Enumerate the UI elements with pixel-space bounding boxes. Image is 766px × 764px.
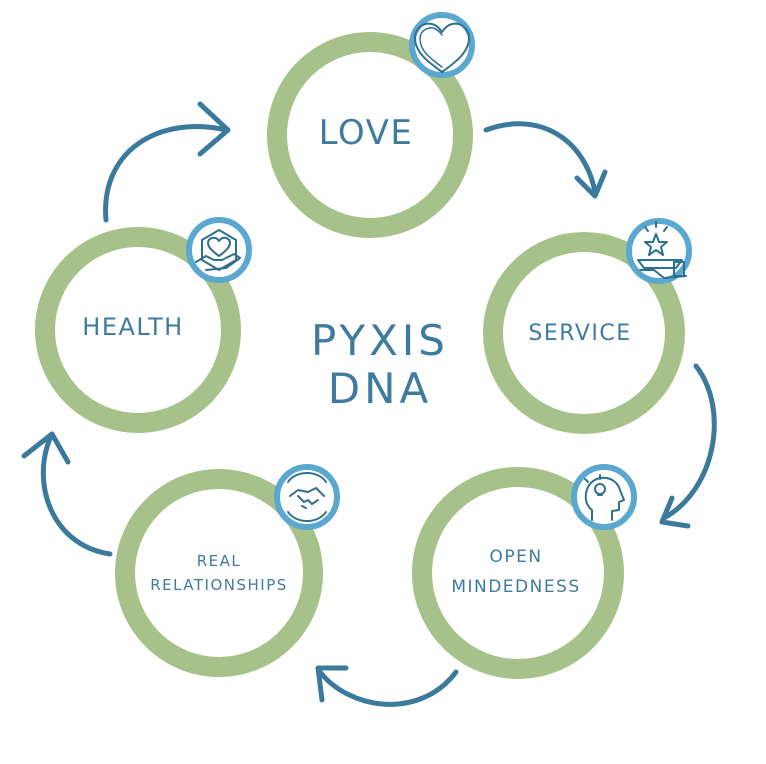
- center-title: PYXIS DNA: [311, 316, 449, 413]
- node-health: HEALTH: [35, 217, 252, 433]
- center-title-line2: DNA: [328, 364, 433, 413]
- arrow-real-relationships-to-health: [21, 431, 113, 557]
- handshake-icon: [274, 464, 340, 530]
- node-real-relationships-line1: REAL: [197, 552, 242, 570]
- node-service-label: SERVICE: [528, 321, 631, 346]
- node-real-relationships-line2: RELATIONSHIPS: [150, 576, 288, 594]
- node-love-label: LOVE: [319, 113, 414, 153]
- node-open-mindedness-line1: OPEN: [489, 547, 542, 567]
- arrow-love-to-service: [483, 121, 608, 199]
- heart-icon: [409, 12, 475, 78]
- arrow-service-to-open-mindedness: [659, 363, 717, 529]
- arrow-health-to-love: [103, 101, 231, 223]
- node-health-label: HEALTH: [82, 313, 183, 341]
- serving-tray-star-icon: [626, 218, 692, 284]
- node-service: SERVICE: [483, 218, 692, 434]
- arrow-open-mindedness-to-real-relationships: [315, 665, 459, 707]
- node-real-relationships: REAL RELATIONSHIPS: [115, 464, 340, 677]
- node-open-mindedness: OPEN MINDEDNESS: [412, 464, 637, 679]
- cycle-arrows: [21, 101, 717, 707]
- head-lightbulb-icon: [571, 464, 637, 530]
- node-love: LOVE: [267, 12, 475, 238]
- node-open-mindedness-line2: MINDEDNESS: [451, 577, 580, 597]
- heart-in-hand-icon: [186, 217, 252, 283]
- center-title-line1: PYXIS: [311, 316, 449, 365]
